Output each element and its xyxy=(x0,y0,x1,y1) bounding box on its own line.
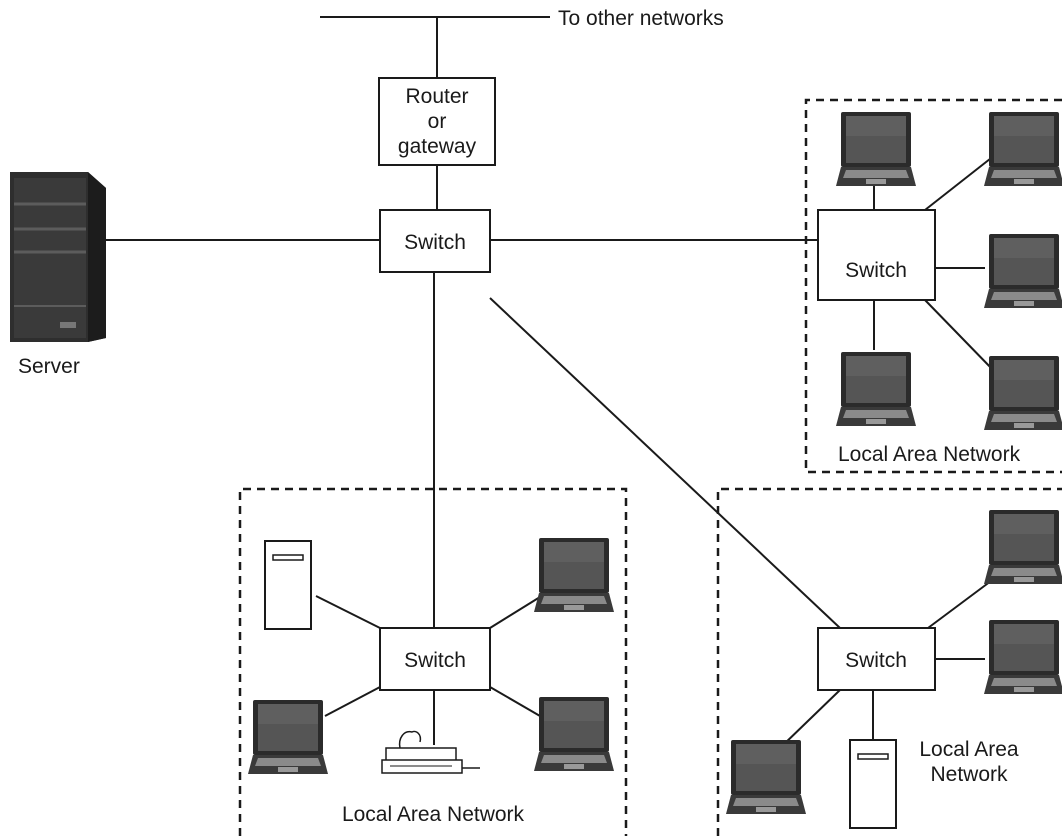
desktop-tower-icon xyxy=(849,739,897,829)
lan-boundaries xyxy=(238,98,1062,836)
laptop-icon xyxy=(248,700,328,774)
laptop-icon xyxy=(726,740,806,814)
lan-label-top-right: Local Area Network xyxy=(838,443,1021,466)
lan-label-bottom-left: Local Area Network xyxy=(342,803,525,826)
external-network-label: To other networks xyxy=(558,7,724,30)
laptop-icon xyxy=(836,352,916,426)
switch-bottom-left: Switch xyxy=(379,627,491,691)
lan-boundary-bottom-left xyxy=(238,487,628,836)
laptop-icon xyxy=(984,620,1062,694)
lan-label-bottom-right-line-2: Network xyxy=(930,763,1008,786)
laptop-icon xyxy=(984,234,1062,308)
switch-label: Switch xyxy=(404,231,466,254)
server-label: Server xyxy=(18,355,80,378)
switch-label: Switch xyxy=(404,649,466,672)
lan-boundary-bottom-right xyxy=(716,487,1062,836)
laptop-icon xyxy=(534,697,614,771)
laptop-icon xyxy=(984,112,1062,186)
server-tower-icon xyxy=(10,172,106,342)
router-label-line-2: or xyxy=(428,110,447,133)
switch-bottom-right: Switch xyxy=(817,627,936,691)
switch-label: Switch xyxy=(845,259,907,282)
switch-central: Switch xyxy=(379,209,491,273)
router-box: Router or gateway xyxy=(378,77,496,166)
switch-label: Switch xyxy=(845,649,907,672)
desktop-tower-icon xyxy=(264,540,312,630)
connection-lines xyxy=(105,16,996,749)
lan-boundary-top-right xyxy=(804,98,1062,474)
switch-top-right: Switch xyxy=(817,209,936,301)
router-label-line-3: gateway xyxy=(398,135,477,158)
lan-label-bottom-right-line-1: Local Area xyxy=(919,738,1019,761)
laptop-icon xyxy=(534,538,614,612)
laptop-icon xyxy=(984,356,1062,430)
printer-icon xyxy=(381,730,480,774)
laptop-icon xyxy=(836,112,916,186)
router-label-line-1: Router xyxy=(405,85,468,108)
laptop-icon xyxy=(984,510,1062,584)
